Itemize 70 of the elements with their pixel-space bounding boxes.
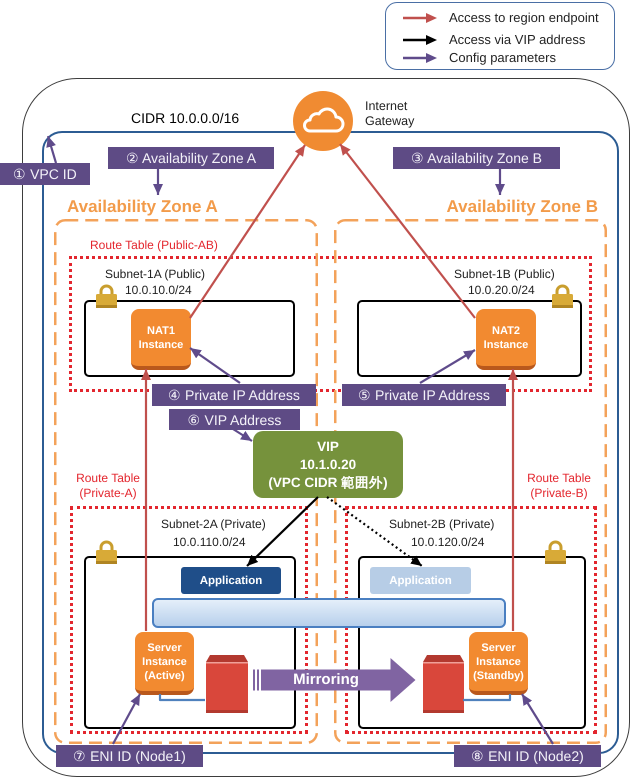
instance-box bbox=[476, 309, 536, 370]
callout-label: ③ Availability Zone B bbox=[410, 149, 542, 167]
legend-label: Access to region endpoint bbox=[449, 10, 599, 26]
legend-label: Config parameters bbox=[449, 50, 556, 66]
instance-label: NAT1 Instance bbox=[138, 324, 184, 352]
application-label: Application bbox=[200, 574, 262, 588]
callout-tag bbox=[56, 745, 203, 767]
layer-bar bbox=[152, 598, 506, 628]
vip-label: (VPC CIDR 範囲外) bbox=[268, 474, 388, 492]
callout-label: ④ Private IP Address bbox=[168, 386, 300, 404]
arrow bbox=[232, 428, 253, 442]
application-box bbox=[181, 567, 281, 594]
arrow bbox=[112, 693, 141, 745]
route-table-label: Route Table (Public-AB) bbox=[90, 238, 218, 253]
instance-box bbox=[131, 309, 191, 370]
storage-icon bbox=[206, 655, 248, 713]
connector-line bbox=[158, 694, 205, 702]
subnet-name: Subnet-2B (Private) bbox=[389, 517, 494, 531]
block-arrow bbox=[253, 658, 416, 702]
callout-tag bbox=[342, 384, 506, 406]
vip-label: VIP bbox=[317, 438, 339, 456]
arrow bbox=[153, 168, 163, 195]
callout-label: ⑧ ENI ID (Node2) bbox=[471, 747, 584, 765]
arrow bbox=[508, 369, 518, 631]
cidr-label: CIDR 10.0.0.0/16 bbox=[131, 109, 240, 127]
edge-label: Mirroring bbox=[293, 671, 359, 689]
arrow bbox=[46, 136, 58, 164]
application-box bbox=[370, 567, 471, 594]
subnet-name: Subnet-2A (Private) bbox=[161, 517, 266, 531]
callout-label: ⑦ ENI ID (Node1) bbox=[73, 747, 186, 765]
callout-label: ① VPC ID bbox=[13, 165, 77, 183]
route-table-label: Route Table (Private-B) bbox=[526, 471, 592, 501]
subnet-name: Subnet-1A (Public) bbox=[105, 267, 206, 281]
arrow bbox=[189, 144, 306, 319]
callout-label: ⑤ Private IP Address bbox=[358, 386, 490, 404]
instance-label: Server Instance (Active) bbox=[141, 640, 188, 682]
callout-label: ⑥ VIP Address bbox=[188, 410, 282, 428]
arrow bbox=[339, 143, 476, 319]
vip-label: 10.1.0.20 bbox=[300, 456, 356, 474]
zone-heading: Availability Zone A bbox=[67, 196, 218, 217]
vip-box bbox=[253, 431, 403, 498]
callout-tag bbox=[152, 384, 316, 406]
subnet-cidr: 10.0.20.0/24 bbox=[468, 283, 535, 297]
callout-tag bbox=[393, 147, 560, 169]
arrow bbox=[246, 496, 319, 567]
instance-label: Server Instance (Standby) bbox=[472, 640, 525, 682]
callout-tag bbox=[169, 409, 300, 430]
route-table-label: Route Table (Private-A) bbox=[75, 471, 141, 501]
legend-label: Access via VIP address bbox=[449, 32, 586, 48]
callout-tag bbox=[454, 745, 601, 767]
callout-tag bbox=[108, 147, 274, 169]
subnet-name: Subnet-1B (Public) bbox=[454, 267, 555, 281]
instance-box bbox=[135, 632, 194, 695]
zone-heading: Availability Zone B bbox=[446, 196, 598, 217]
arrow bbox=[495, 168, 505, 195]
connector-line bbox=[463, 694, 512, 702]
subnet-cidr: 10.0.10.0/24 bbox=[125, 283, 192, 297]
instance-box bbox=[469, 632, 528, 695]
callout-tag bbox=[0, 163, 90, 185]
arrow bbox=[189, 347, 241, 384]
arrow bbox=[419, 349, 476, 384]
subnet-cidr: 10.0.110.0/24 bbox=[173, 535, 246, 549]
application-label: Application bbox=[389, 574, 452, 588]
gateway-label: Internet Gateway bbox=[365, 99, 416, 129]
storage-icon bbox=[423, 655, 464, 713]
callout-label: ② Availability Zone A bbox=[126, 149, 256, 167]
arrow bbox=[326, 496, 423, 567]
arrow bbox=[141, 369, 151, 631]
subnet-cidr: 10.0.120.0/24 bbox=[411, 535, 484, 549]
instance-label: NAT2 Instance bbox=[482, 324, 530, 352]
